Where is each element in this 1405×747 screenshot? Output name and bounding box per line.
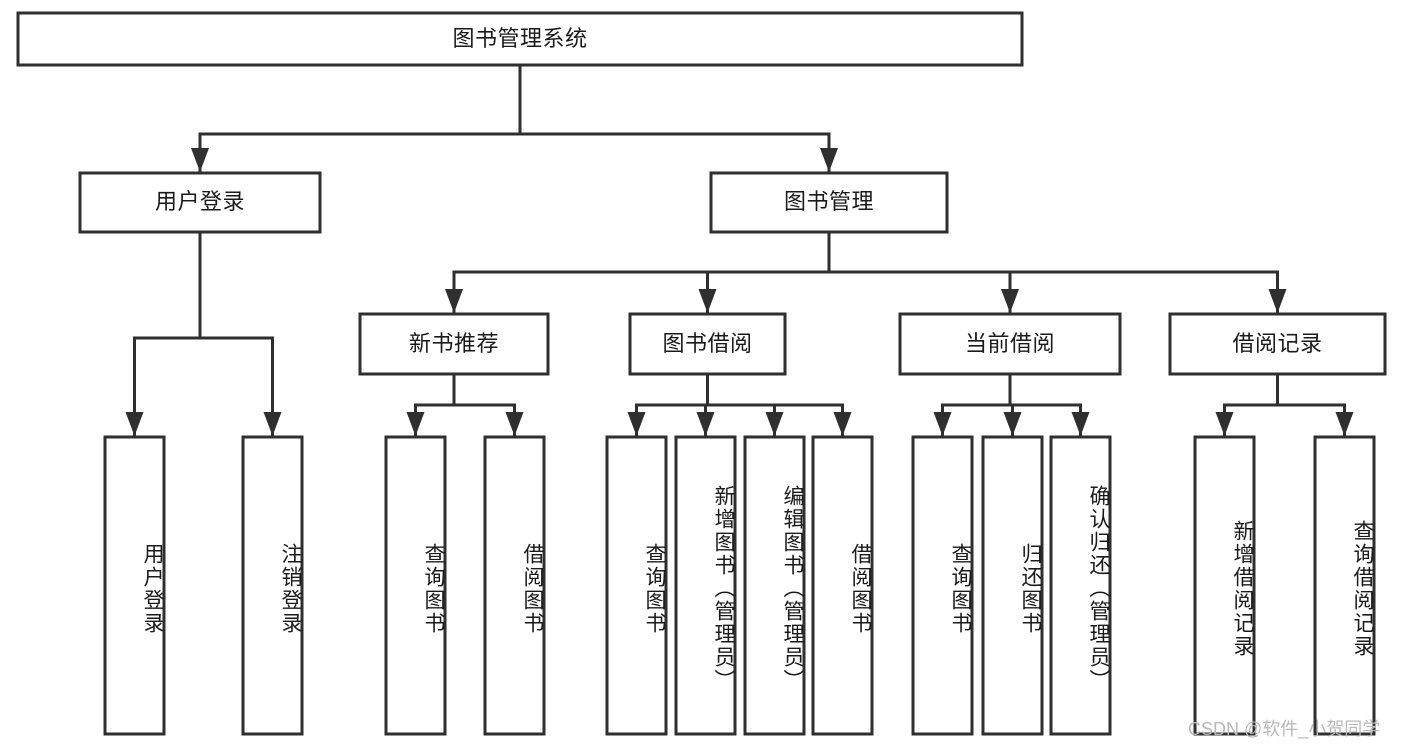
connector-layer bbox=[125, 63, 1354, 437]
arrow-head bbox=[833, 412, 852, 436]
arrow-head bbox=[1268, 289, 1287, 313]
arrow-head bbox=[1001, 289, 1019, 313]
node-leaf-user-login[interactable] bbox=[103, 435, 166, 736]
arrow-head bbox=[933, 412, 952, 436]
node-book-manage[interactable] bbox=[709, 171, 949, 234]
box-layer bbox=[16, 11, 1387, 736]
node-leaf-user-logout[interactable] bbox=[241, 435, 304, 736]
node-leaf-bb-query-book[interactable] bbox=[605, 435, 668, 736]
arrow-head bbox=[1335, 412, 1354, 436]
node-leaf-br-add-record[interactable] bbox=[1193, 435, 1256, 736]
node-borrow-record[interactable] bbox=[1168, 312, 1387, 376]
arrow-head bbox=[1071, 412, 1090, 436]
node-leaf-cb-query-book[interactable] bbox=[911, 435, 974, 736]
arrow-head bbox=[125, 412, 144, 436]
arrow-head bbox=[765, 412, 784, 436]
arrow-head bbox=[191, 148, 209, 172]
node-book-borrow[interactable] bbox=[628, 312, 787, 376]
node-leaf-bb-edit-book[interactable] bbox=[743, 435, 806, 736]
node-current-borrow[interactable] bbox=[898, 312, 1122, 376]
node-root[interactable] bbox=[16, 11, 1024, 67]
node-leaf-bb-add-book[interactable] bbox=[674, 435, 737, 736]
arrow-head bbox=[263, 412, 282, 436]
arrow-head bbox=[696, 412, 715, 436]
node-leaf-rec-query-book[interactable] bbox=[384, 435, 447, 736]
node-leaf-cb-return-book[interactable] bbox=[981, 435, 1044, 736]
arrow-head bbox=[505, 412, 524, 436]
node-new-book-recommend[interactable] bbox=[358, 312, 550, 376]
arrow-head bbox=[1003, 412, 1022, 436]
node-leaf-bb-borrow-book[interactable] bbox=[811, 435, 874, 736]
node-user-login[interactable] bbox=[78, 171, 322, 234]
arrow-head bbox=[445, 289, 463, 313]
arrow-head bbox=[698, 289, 717, 313]
node-leaf-rec-borrow-book[interactable] bbox=[483, 435, 546, 736]
node-leaf-cb-confirm-return[interactable] bbox=[1049, 435, 1112, 736]
arrow-head bbox=[1215, 412, 1234, 436]
arrow-head bbox=[627, 412, 646, 436]
node-leaf-br-query-record[interactable] bbox=[1313, 435, 1376, 736]
arrow-head bbox=[406, 412, 425, 436]
arrow-head bbox=[820, 148, 838, 172]
